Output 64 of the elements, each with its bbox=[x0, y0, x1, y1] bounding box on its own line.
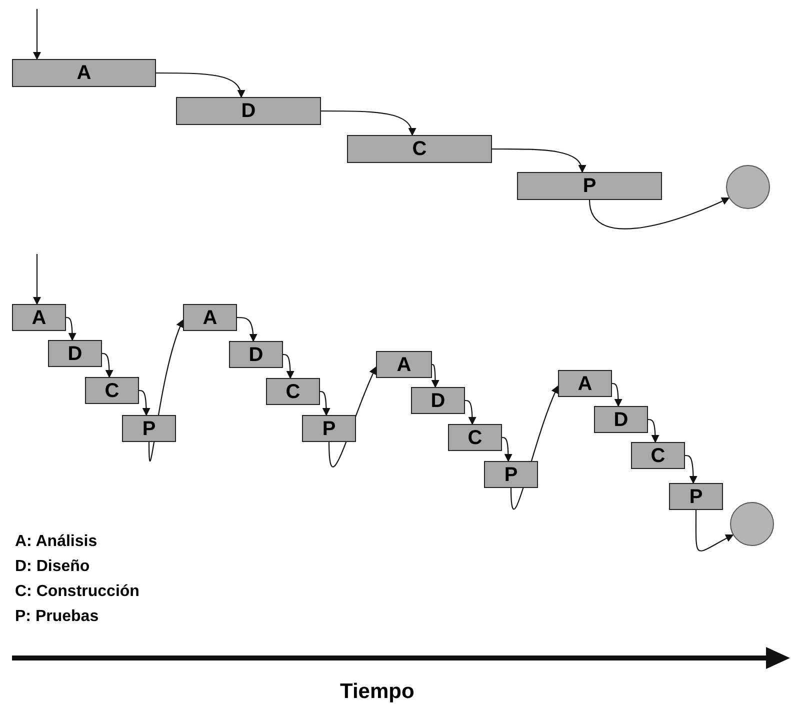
arrow bbox=[684, 454, 698, 484]
arrow bbox=[282, 354, 294, 379]
phase-box bbox=[669, 483, 723, 510]
phase-letter: C bbox=[468, 428, 482, 448]
phase-letter: A bbox=[396, 354, 412, 374]
phase-box bbox=[122, 415, 176, 442]
arrow bbox=[102, 352, 114, 378]
phase-letter: D bbox=[430, 390, 446, 410]
phase-box bbox=[517, 172, 662, 200]
phase-box bbox=[183, 304, 237, 331]
phase-letter: D bbox=[248, 344, 264, 364]
phase-box bbox=[448, 424, 502, 451]
arrow bbox=[237, 316, 258, 342]
arrow bbox=[695, 510, 734, 552]
arrow bbox=[648, 418, 660, 443]
phase-letter: C bbox=[412, 139, 427, 159]
arrow bbox=[492, 148, 586, 173]
phase-letter: C bbox=[286, 382, 300, 402]
phase-box bbox=[411, 387, 465, 414]
phase-box bbox=[12, 59, 156, 87]
phase-letter: A bbox=[578, 374, 592, 394]
phase-letter: D bbox=[614, 410, 628, 430]
phase-letter: P bbox=[582, 176, 596, 196]
phase-letter: P bbox=[504, 464, 518, 484]
phase-letter: P bbox=[142, 418, 156, 438]
legend-text: A: Análisis bbox=[15, 532, 98, 552]
phase-box bbox=[176, 97, 321, 125]
phase-box bbox=[12, 304, 66, 331]
phase-box bbox=[558, 370, 612, 397]
axis-label: Tiempo bbox=[340, 679, 414, 705]
phase-box bbox=[484, 461, 538, 488]
phase-box bbox=[631, 442, 685, 469]
arrow bbox=[66, 316, 76, 341]
arrow bbox=[321, 110, 416, 136]
arrow bbox=[464, 400, 476, 425]
phase-letter: D bbox=[241, 101, 256, 121]
phase-box bbox=[347, 135, 492, 163]
arrow bbox=[588, 197, 730, 230]
phase-letter: D bbox=[68, 344, 82, 364]
legend-text: P: Pruebas bbox=[15, 607, 99, 627]
arrow bbox=[502, 436, 512, 462]
phase-letter: A bbox=[32, 308, 46, 328]
arrow bbox=[612, 382, 622, 407]
phase-letter: A bbox=[76, 63, 92, 83]
phase-letter: P bbox=[322, 418, 336, 438]
arrow bbox=[431, 364, 440, 388]
arrow bbox=[33, 9, 41, 60]
phase-box bbox=[48, 340, 102, 367]
arrow bbox=[33, 254, 41, 305]
phase-letter: A bbox=[202, 308, 218, 328]
phase-box bbox=[302, 415, 356, 442]
phase-box bbox=[229, 341, 283, 368]
arrow bbox=[138, 390, 150, 416]
phase-box bbox=[266, 378, 320, 405]
phase-box bbox=[594, 406, 648, 433]
phase-letter: C bbox=[650, 446, 666, 466]
phase-box bbox=[85, 377, 139, 404]
arrow bbox=[156, 72, 244, 98]
legend-text: C: Construcción bbox=[15, 582, 140, 602]
phase-letter: P bbox=[689, 486, 703, 506]
legend-text: D: Diseño bbox=[15, 557, 90, 577]
phase-box bbox=[376, 351, 432, 378]
arrow bbox=[320, 390, 330, 416]
phase-letter: C bbox=[104, 380, 120, 400]
